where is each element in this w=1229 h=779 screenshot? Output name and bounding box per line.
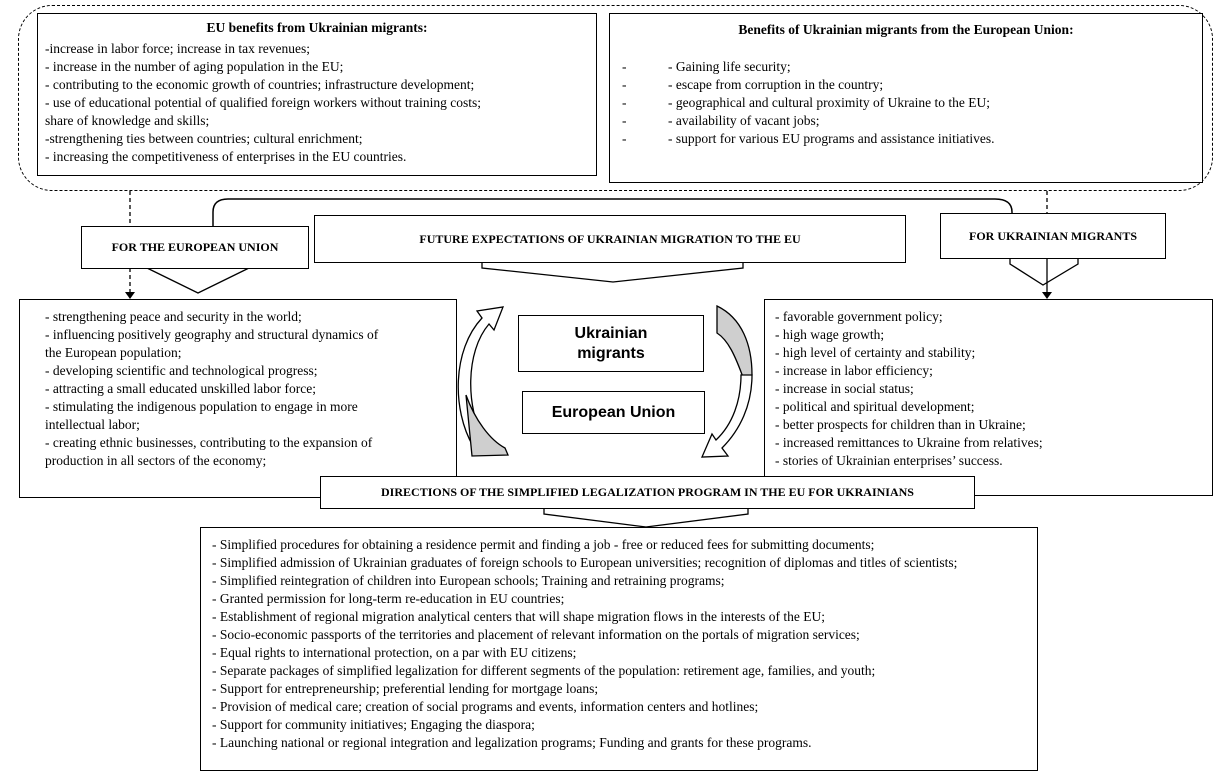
- list-item: - developing scientific and technologica…: [45, 363, 318, 378]
- ukrainian-migrants-line2: migrants: [577, 344, 645, 362]
- cycle-arrow-right-gray: [716, 304, 753, 381]
- future-expectations-label: FUTURE EXPECTATIONS OF UKRAINIAN MIGRATI…: [419, 231, 801, 246]
- list-item: - influencing positively geography and s…: [45, 327, 379, 342]
- for-eu-label: FOR THE EUROPEAN UNION: [111, 240, 279, 254]
- european-union-box: European Union: [522, 391, 705, 434]
- benefits-dashed-group: [18, 5, 1213, 191]
- list-item: the European population;: [45, 345, 182, 360]
- list-item: - increasing the competitiveness of ente…: [45, 149, 407, 164]
- list-item: - Provision of medical care; creation of…: [212, 699, 759, 714]
- bracket-connector: [212, 198, 1013, 226]
- list-item: - high wage growth;: [775, 327, 885, 342]
- bullet-dash: -: [622, 131, 627, 146]
- list-item: - stimulating the indigenous population …: [45, 399, 358, 414]
- list-item: - Simplified admission of Ukrainian grad…: [212, 555, 958, 570]
- list-item: - better prospects for children than in …: [775, 417, 1026, 432]
- eu-expectations-list: - strengthening peace and security in th…: [45, 308, 378, 470]
- list-item: - Launching national or regional integra…: [212, 735, 812, 750]
- list-item: - Granted permission for long-term re-ed…: [212, 591, 565, 606]
- legalization-directions-list: - Simplified procedures for obtaining a …: [212, 536, 957, 752]
- chevron-future: [481, 262, 744, 283]
- list-item: intellectual labor;: [45, 417, 140, 432]
- directions-label: DIRECTIONS OF THE SIMPLIFIED LEGALIZATIO…: [381, 485, 914, 499]
- migrant-benefits-list: -- Gaining life security; -- escape from…: [622, 58, 995, 148]
- list-item: -- availability of vacant jobs;: [622, 113, 820, 128]
- for-migrants-label: FOR UKRAINIAN MIGRANTS: [968, 228, 1137, 243]
- migrant-benefits-title: Benefits of Ukrainian migrants from the …: [738, 22, 1074, 37]
- chevron-for-eu: [146, 267, 250, 294]
- chevron-for-migrants: [1009, 258, 1079, 286]
- migrant-benefits-box: Benefits of Ukrainian migrants from the …: [609, 13, 1203, 183]
- legalization-directions-box: - Simplified procedures for obtaining a …: [200, 527, 1038, 771]
- list-item: - Establishment of regional migration an…: [212, 609, 825, 624]
- for-migrants-label-box: FOR UKRAINIAN MIGRANTS: [940, 213, 1166, 259]
- list-item: -increase in labor force; increase in ta…: [45, 41, 310, 56]
- list-item: - increase in labor efficiency;: [775, 363, 933, 378]
- list-item: - Socio-economic passports of the territ…: [212, 627, 860, 642]
- eu-expectations-box: - strengthening peace and security in th…: [19, 299, 457, 498]
- directions-label-box: DIRECTIONS OF THE SIMPLIFIED LEGALIZATIO…: [320, 476, 975, 509]
- european-union-label: European Union: [551, 403, 676, 421]
- bullet-dash: -: [622, 77, 627, 92]
- list-item: production in all sectors of the economy…: [45, 453, 267, 468]
- list-item: - Support for community initiatives; Eng…: [212, 717, 535, 732]
- list-item: - strengthening peace and security in th…: [45, 309, 302, 324]
- chevron-directions: [543, 509, 749, 528]
- list-item: - attracting a small educated unskilled …: [45, 381, 317, 396]
- list-item: - use of educational potential of qualif…: [45, 95, 482, 110]
- list-item: - Separate packages of simplified legali…: [212, 663, 876, 678]
- arrowhead-left: [125, 292, 135, 299]
- eu-benefits-title: EU benefits from Ukrainian migrants:: [206, 20, 428, 35]
- cycle-arrow-left-gray: [465, 394, 509, 457]
- list-item: - increased remittances to Ukraine from …: [775, 435, 1043, 450]
- bullet-dash: -: [622, 59, 627, 74]
- list-item: - Equal rights to international protecti…: [212, 645, 577, 660]
- list-item: - Simplified reintegration of children i…: [212, 573, 725, 588]
- list-item: - increase in social status;: [775, 381, 914, 396]
- list-item: -- escape from corruption in the country…: [622, 77, 884, 92]
- list-item: -- geographical and cultural proximity o…: [622, 95, 991, 110]
- arrowhead-right: [1042, 292, 1052, 299]
- list-item: - contributing to the economic growth of…: [45, 77, 475, 92]
- list-item: -- support for various EU programs and a…: [622, 131, 995, 146]
- list-item: - Simplified procedures for obtaining a …: [212, 537, 875, 552]
- list-item: - creating ethnic businesses, contributi…: [45, 435, 373, 450]
- migrant-expectations-list: - favorable government policy; - high wa…: [775, 308, 1043, 470]
- list-item: -- Gaining life security;: [622, 59, 791, 74]
- eu-benefits-box: EU benefits from Ukrainian migrants: -in…: [37, 13, 597, 176]
- cycle-arrow-right-white: [700, 374, 753, 458]
- ukrainian-migrants-box: Ukrainian migrants: [518, 315, 704, 372]
- eu-benefits-list: -increase in labor force; increase in ta…: [45, 40, 481, 166]
- list-item: -strengthening ties between countries; c…: [45, 131, 363, 146]
- for-eu-label-box: FOR THE EUROPEAN UNION: [81, 226, 309, 269]
- future-expectations-box: FUTURE EXPECTATIONS OF UKRAINIAN MIGRATI…: [314, 215, 906, 263]
- list-item: - Support for entrepreneurship; preferen…: [212, 681, 599, 696]
- bullet-dash: -: [622, 113, 627, 128]
- list-item: - increase in the number of aging popula…: [45, 59, 344, 74]
- ukrainian-migrants-line1: Ukrainian: [574, 324, 648, 342]
- migrant-expectations-box: - favorable government policy; - high wa…: [764, 299, 1213, 496]
- list-item: - favorable government policy;: [775, 309, 943, 324]
- list-item: - high level of certainty and stability;: [775, 345, 976, 360]
- bullet-dash: -: [622, 95, 627, 110]
- list-item: - stories of Ukrainian enterprises’ succ…: [775, 453, 1003, 468]
- list-item: - political and spiritual development;: [775, 399, 975, 414]
- list-item: share of knowledge and skills;: [45, 113, 210, 128]
